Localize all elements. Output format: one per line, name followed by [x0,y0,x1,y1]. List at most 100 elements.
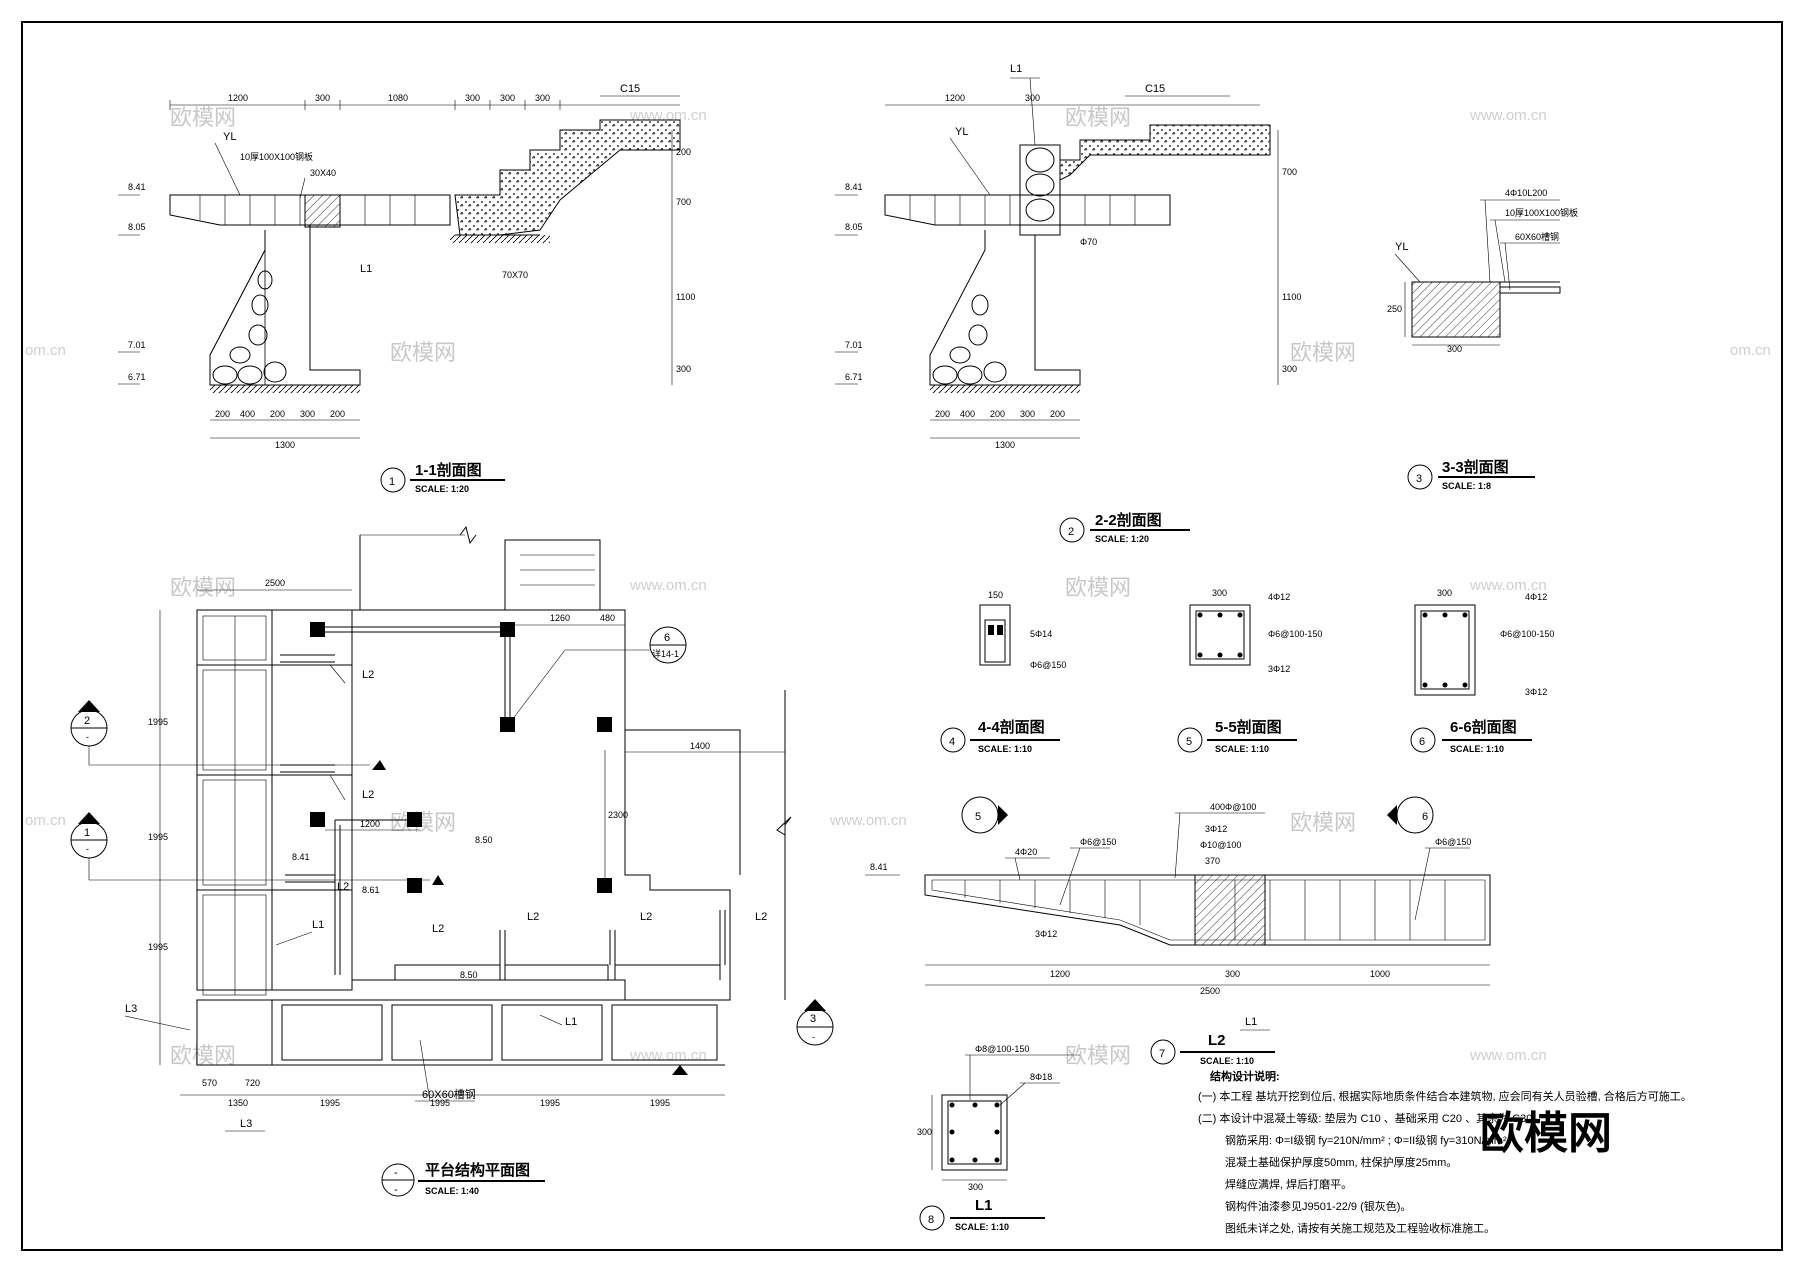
section-title: 2-2剖面图 [1095,511,1162,529]
dim: 1200 [360,819,380,829]
watermark-logo: 欧模网 [1480,1109,1612,1158]
label-yl: YL [223,131,236,143]
dim: 300 [1225,969,1240,979]
dim: 200 [330,409,345,419]
dim: 1995 [430,1098,450,1108]
section-marker: 1 [84,827,90,839]
label-l2: L2 [337,881,349,893]
watermarks: 欧模网 www.om.cn 欧模网 www.om.cn 欧模网 欧模网 om.c… [25,105,1771,1158]
label-yl: YL [955,126,968,138]
dim: 570 [202,1078,217,1088]
section-2-2: 1200 300 L1 C15 YL Φ70 700 [835,63,1301,544]
label-rebar: Φ6@150 [1080,837,1116,847]
notes-title: 结构设计说明: [1209,1069,1280,1083]
elevation: 8.41 [870,862,888,872]
dim: 370 [1205,856,1220,866]
label-c15: C15 [1145,83,1165,95]
notes-line: 混凝土基础保护厚度50mm, 柱保护厚度25mm。 [1225,1155,1457,1169]
watermark-url: om.cn [25,812,66,829]
section-number: 2 [1068,526,1074,538]
label-rebar: Φ8@100-150 [975,1044,1029,1054]
watermark-text: 欧模网 [390,340,456,365]
label-rebar: 4Φ10L200 [1505,188,1547,198]
label-pipe: Φ70 [1080,237,1097,247]
watermark-url: om.cn [1730,342,1771,359]
dim: 300 [535,93,550,103]
dim: 300 [315,93,330,103]
label-l1: L1 [565,1016,577,1028]
label-rebar: 3Φ12 [1205,824,1227,834]
section-number: 3 [1416,473,1422,485]
label-l2: L2 [755,911,767,923]
label-rebar: 4Φ12 [1525,592,1547,602]
label-rebar: Φ6@100-150 [1500,629,1554,639]
dim: 300 [968,1182,983,1192]
label-c15: C15 [620,83,640,95]
section-marker: - [86,844,89,854]
label-rebar: 3Φ12 [1035,929,1057,939]
section-title: L2 [1208,1032,1226,1049]
label-steel: 60X60槽钢 [422,1088,476,1101]
label-l3: L3 [125,1003,137,1015]
label-l1: L1 [1010,63,1022,75]
dim: 1200 [945,93,965,103]
section-scale: SCALE: 1:10 [978,744,1032,754]
label-l2: L2 [362,789,374,801]
section-marker: 2 [84,715,90,727]
dim: 250 [1387,304,1402,314]
watermark-url: www.om.cn [1469,577,1547,594]
section-number: - [394,1184,398,1196]
dim: 1995 [650,1098,670,1108]
label-rebar: 8Φ18 [1030,1072,1052,1082]
elevation: 8.05 [128,222,146,232]
elevation: 8.41 [128,182,146,192]
section-title: 3-3剖面图 [1442,458,1509,476]
section-3-3: YL 4Φ10L200 10厚100X100钢板 60X60槽钢 300 250… [1387,188,1578,491]
label-rebar: 3Φ12 [1525,687,1547,697]
dim: 1300 [275,440,295,450]
section-marker: 5 [975,811,981,823]
section-title: 4-4剖面图 [978,718,1045,736]
label-rebar: Φ6@150 [1030,660,1066,670]
label-l2: L2 [640,911,652,923]
dim: 400 [960,409,975,419]
label-rebar: 3Φ12 [1268,664,1290,674]
section-scale: SCALE: 1:20 [1095,534,1149,544]
section-title: 6-6剖面图 [1450,718,1517,736]
watermark-url: om.cn [25,342,66,359]
section-4-4: 150 5Φ14 Φ6@150 4 4-4剖面图 SCALE: 1:10 [940,590,1066,754]
dim: 400 [240,409,255,419]
section-number: 4 [949,736,955,748]
section-marker: 6 [664,632,670,644]
section-marker: 3 [810,1013,816,1025]
dim: 300 [1212,588,1227,598]
watermark-text: 欧模网 [1290,810,1356,835]
section-scale: SCALE: 1:10 [1215,744,1269,754]
dim: 1100 [676,292,695,302]
dim: 1100 [1282,292,1301,302]
dim: 200 [215,409,230,419]
dim: 200 [1050,409,1065,419]
label-l3: L3 [240,1118,252,1130]
section-scale: SCALE: 1:10 [955,1222,1009,1232]
notes-line: 图纸未详之处, 请按有关施工规范及工程验收标准施工。 [1225,1221,1495,1235]
platform-structure-plan: L2 L2 L2 L2 L2 L2 L2 L1 L1 L3 L3 60X60槽钢… [70,525,834,1197]
watermark-url: www.om.cn [1469,1047,1547,1064]
label-rebar: 5Φ14 [1030,629,1052,639]
dim: 150 [988,590,1003,600]
dim: 700 [1282,167,1297,177]
section-number: 6 [1419,736,1425,748]
dim: 1200 [228,93,248,103]
section-title: 平台结构平面图 [425,1161,530,1179]
watermark-url: www.om.cn [629,1047,707,1064]
section-scale: SCALE: 1:10 [1450,744,1504,754]
label-yl: YL [1395,241,1408,253]
label-rebar: 400Φ@100 [1210,802,1256,812]
section-title: 5-5剖面图 [1215,718,1282,736]
elevation: 7.01 [128,340,146,350]
dim: 1995 [148,942,168,952]
elevation: 7.01 [845,340,863,350]
watermark-text: 欧模网 [170,1043,236,1068]
elevation: 8.50 [460,970,478,980]
dim: 1400 [690,741,710,751]
